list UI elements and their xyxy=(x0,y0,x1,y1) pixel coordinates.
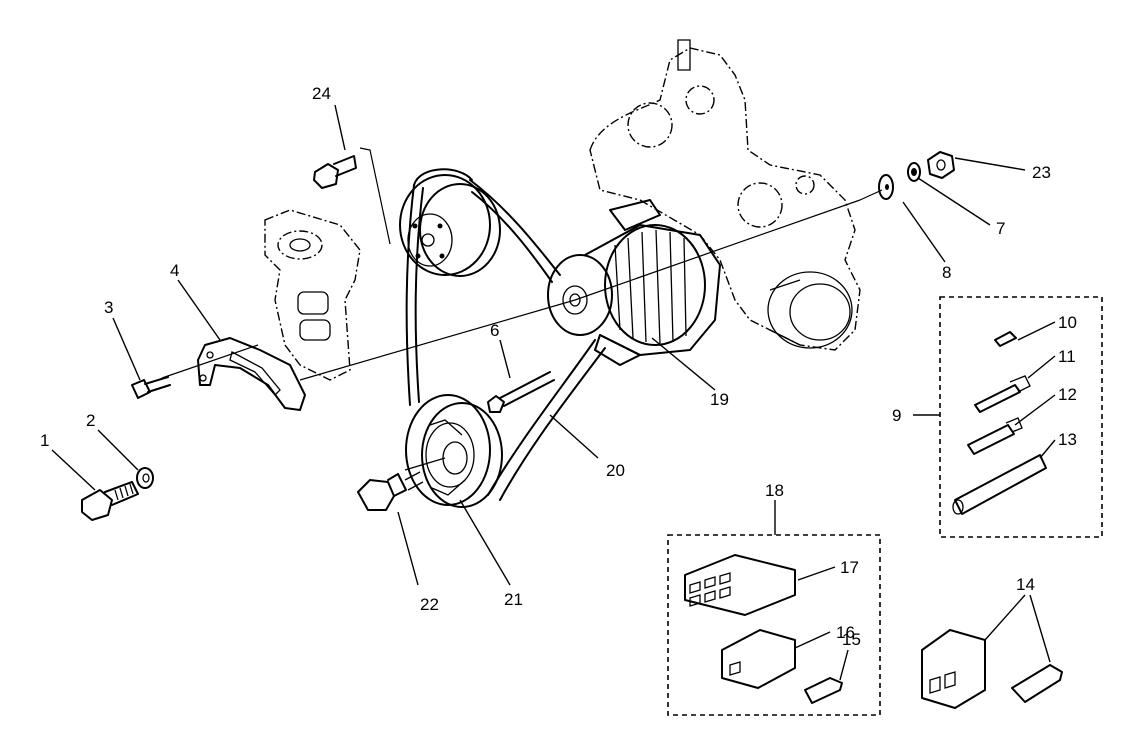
callout-24: 24 xyxy=(312,84,331,103)
callout-19: 19 xyxy=(710,390,729,409)
pulley-bolt-22 xyxy=(357,471,424,511)
callout-9: 9 xyxy=(892,406,901,425)
engine-block xyxy=(589,39,861,351)
bolt-6 xyxy=(487,371,555,413)
callout-1: 1 xyxy=(40,431,49,450)
nut-23 xyxy=(927,151,955,179)
callout-22: 22 xyxy=(420,595,439,614)
callout-10: 10 xyxy=(1058,313,1077,332)
assembly-axis-lines xyxy=(161,147,883,471)
crankshaft-pulley xyxy=(405,394,503,508)
washer-8 xyxy=(878,174,894,200)
bolt-3 xyxy=(131,376,171,399)
callout-3: 3 xyxy=(104,298,113,317)
connector-14 xyxy=(921,629,1063,709)
callout-2: 2 xyxy=(86,411,95,430)
connector-kit-box xyxy=(667,534,881,716)
alternator-bracket xyxy=(197,337,306,411)
alternator xyxy=(547,199,721,366)
callout-16: 16 xyxy=(836,623,855,642)
callout-20: 20 xyxy=(606,461,625,480)
callout-17: 17 xyxy=(840,558,859,577)
connector-16 xyxy=(721,629,796,689)
callout-7: 7 xyxy=(996,219,1005,238)
terminal-11 xyxy=(974,375,1031,413)
callout-11: 11 xyxy=(1058,347,1076,366)
bolt-1 xyxy=(81,481,139,521)
terminal-15 xyxy=(804,677,843,704)
callout-6: 6 xyxy=(490,321,499,340)
callout-15: 15 xyxy=(842,630,861,649)
terminal-10 xyxy=(994,331,1017,347)
callout-13: 13 xyxy=(1058,430,1077,449)
callout-8: 8 xyxy=(942,263,951,282)
water-pump-pulley xyxy=(399,174,501,277)
sleeve-13 xyxy=(952,454,1047,515)
callout-4: 4 xyxy=(170,261,179,280)
thermostat-housing xyxy=(264,209,361,381)
callout-23: 23 xyxy=(1032,163,1051,182)
connector-17 xyxy=(684,554,796,616)
terminal-kit-box xyxy=(939,296,1103,538)
callout-labels: 1 2 3 4 6 7 8 9 10 11 12 13 14 15 16 17 … xyxy=(40,84,1077,649)
leader-lines xyxy=(51,104,1056,681)
callout-12: 12 xyxy=(1058,385,1077,404)
v-belt xyxy=(405,168,606,501)
bolt-24 xyxy=(313,155,357,189)
lock-washer-7 xyxy=(907,162,921,182)
callout-21: 21 xyxy=(504,590,523,609)
terminal-12 xyxy=(967,417,1023,455)
callout-18: 18 xyxy=(765,481,784,500)
callout-14: 14 xyxy=(1016,575,1035,594)
washer-2 xyxy=(136,467,154,489)
